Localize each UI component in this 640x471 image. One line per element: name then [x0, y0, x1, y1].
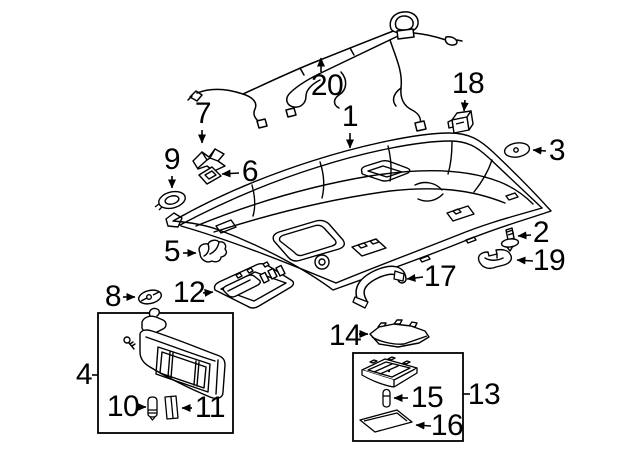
- callout-10[interactable]: 10: [106, 390, 140, 423]
- part-disc-3: [503, 142, 531, 158]
- part-pad-6: [198, 166, 222, 185]
- callout-20[interactable]: 20: [310, 69, 344, 102]
- callout-6[interactable]: 6: [241, 155, 259, 188]
- leader-18: [460, 99, 469, 112]
- callout-4[interactable]: 4: [75, 358, 93, 391]
- part-bracket-14: [369, 319, 430, 348]
- part-lens-11: [164, 395, 179, 420]
- leader-19: [516, 256, 534, 265]
- part-overhead-console-12: [213, 261, 295, 309]
- part-disc-8: [137, 289, 163, 305]
- callout-19[interactable]: 19: [532, 244, 566, 277]
- leader-6: [221, 169, 240, 178]
- leader-16: [415, 421, 432, 430]
- callout-13[interactable]: 13: [467, 378, 501, 411]
- callout-7[interactable]: 7: [194, 97, 212, 130]
- part-headliner-panel: [165, 132, 552, 291]
- sunroof-opening: [360, 159, 411, 182]
- leader-12: [202, 288, 214, 297]
- part-pin-2: [500, 227, 520, 252]
- callout-15[interactable]: 15: [410, 381, 444, 414]
- callout-1[interactable]: 1: [341, 100, 359, 133]
- callout-16[interactable]: 16: [430, 409, 464, 442]
- callout-14[interactable]: 14: [328, 319, 362, 352]
- callout-leaders: [92, 57, 547, 430]
- part-grommet-9: [154, 190, 186, 211]
- callout-17[interactable]: 17: [423, 260, 457, 293]
- callout-5[interactable]: 5: [163, 235, 181, 268]
- part-clip-5: [198, 239, 228, 263]
- callout-11[interactable]: 11: [194, 391, 226, 424]
- part-lamp-housing-13: [361, 356, 418, 388]
- part-retainer-7: [192, 148, 226, 172]
- callout-12[interactable]: 12: [172, 276, 206, 309]
- leader-17: [406, 273, 424, 282]
- leader-3: [532, 146, 547, 155]
- part-bulb-15: [382, 388, 391, 408]
- part-bulb-10: [147, 396, 158, 421]
- callout-18[interactable]: 18: [451, 67, 485, 100]
- part-grab-handle-17: [352, 265, 407, 309]
- callout-9[interactable]: 9: [163, 143, 181, 176]
- part-sun-visor-4: [123, 307, 226, 400]
- part-lens-16: [359, 409, 413, 433]
- part-wiring-harness: [187, 11, 463, 132]
- console-opening: [272, 219, 346, 262]
- part-connector-18: [447, 110, 474, 134]
- callout-3[interactable]: 3: [548, 134, 566, 167]
- leader-2: [517, 231, 532, 240]
- part-bracket-19: [477, 248, 513, 270]
- callout-8[interactable]: 8: [104, 280, 122, 313]
- callout-2[interactable]: 2: [532, 216, 550, 249]
